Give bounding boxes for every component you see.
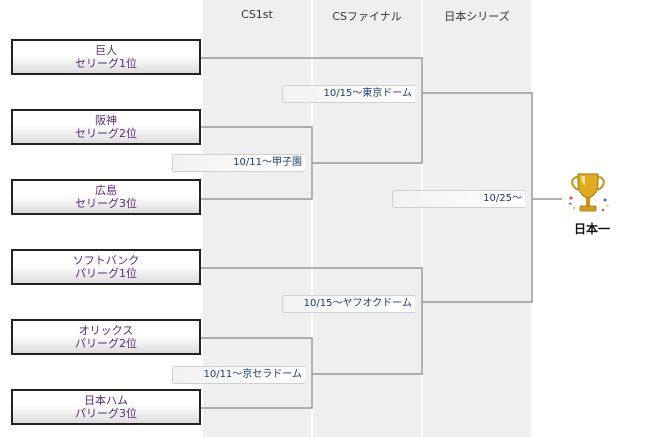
team-hiroshima[interactable]: 広島 セリーグ3位 [11,179,201,215]
team-hanshin[interactable]: 阪神 セリーグ2位 [11,109,201,145]
match-label-central-cs1[interactable]: 10/11～甲子園 [172,154,305,172]
match-label-japan-series[interactable]: 10/25～ [392,190,525,208]
bracket-line-pacific-final [201,267,423,375]
bracket-line-japan-series [422,92,533,303]
japan-series-column [423,0,531,437]
team-name: 広島 [95,184,117,197]
round-header-cs1st: CS1st [241,8,273,21]
team-nipponham[interactable]: 日本ハム パリーグ3位 [11,389,201,425]
team-rank: セリーグ3位 [75,197,137,210]
csfinal-column [313,0,421,437]
team-rank: パリーグ3位 [75,407,137,420]
team-name: 巨人 [95,44,117,57]
round-header-csfinal: CSファイナル [332,10,402,23]
team-name: ソフトバンク [72,254,140,267]
team-name: 阪神 [95,114,117,127]
team-rank: パリーグ2位 [75,337,137,350]
team-rank: セリーグ2位 [75,127,137,140]
match-label-central-final[interactable]: 10/15～東京ドーム [282,85,415,103]
round-header-japan-series: 日本シリーズ [444,10,510,23]
team-softbank[interactable]: ソフトバンク パリーグ1位 [11,249,201,285]
match-label-pacific-cs1[interactable]: 10/11～京セラドーム [172,366,305,384]
cs1st-column [203,0,311,437]
bracket-line-pacific-cs1 [201,337,313,409]
team-rank: セリーグ1位 [75,57,137,70]
team-rank: パリーグ1位 [75,267,137,280]
team-giants[interactable]: 巨人 セリーグ1位 [11,39,201,75]
champion-label: 日本一 [574,222,611,236]
trophy-icon [569,173,609,212]
team-orix[interactable]: オリックス パリーグ2位 [11,319,201,355]
bracket-line-central-final [201,57,423,164]
team-name: オリックス [78,324,134,337]
match-label-pacific-final[interactable]: 10/15～ヤフオクドーム [282,295,415,313]
team-name: 日本ハム [84,394,128,407]
